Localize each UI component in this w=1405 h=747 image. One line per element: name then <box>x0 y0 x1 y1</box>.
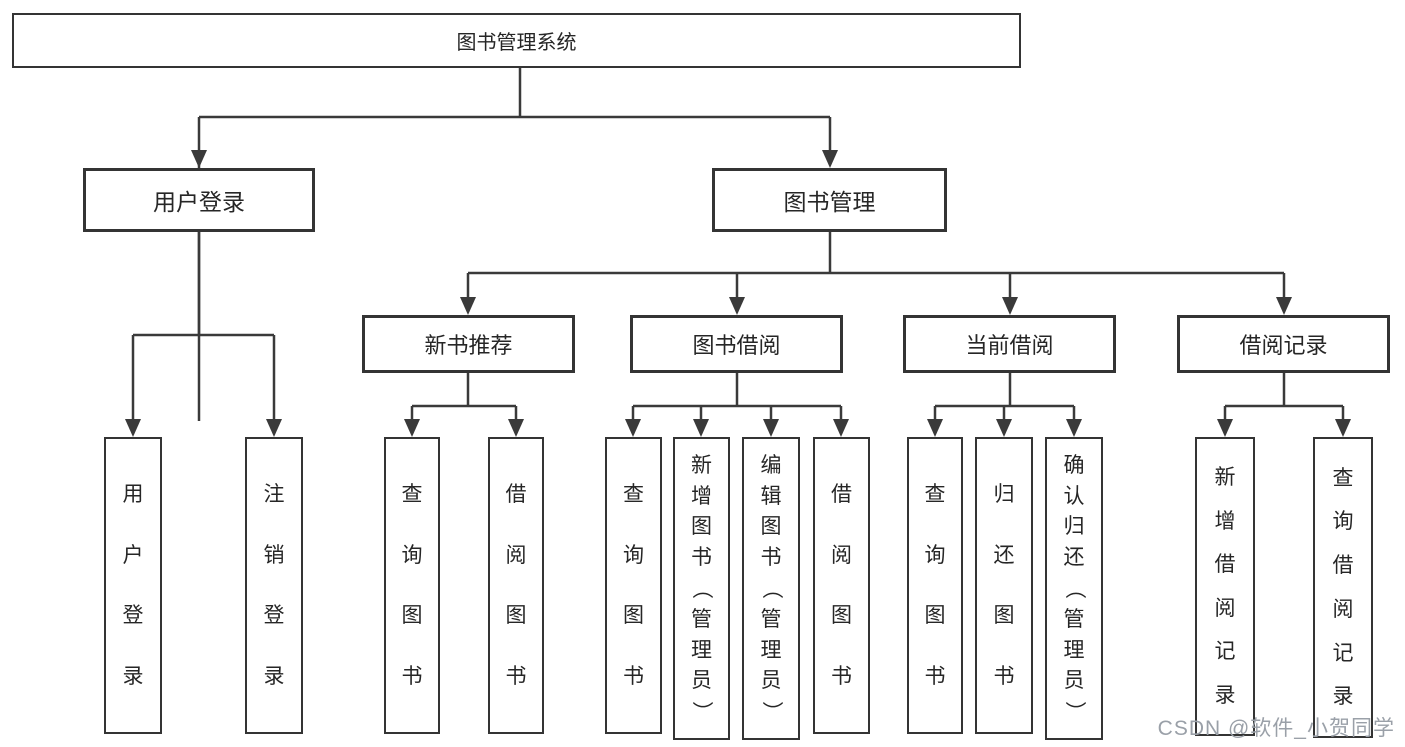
node-current-borrow: 当前借阅 <box>903 315 1116 373</box>
node-user-login-label: 用户登录 <box>153 189 245 215</box>
node-book-borrow: 图书借阅 <box>630 315 843 373</box>
leaf-logout-login: 注销登录 <box>245 437 303 734</box>
leaf-query-books-borrow: 查询图书 <box>605 437 662 734</box>
leaf-user-login: 用户登录 <box>104 437 162 734</box>
node-borrow-records: 借阅记录 <box>1177 315 1390 373</box>
leaf-confirm-return-admin: 确认归还（管理员） <box>1045 437 1103 740</box>
leaf-query-books-recommend: 查询图书 <box>384 437 440 734</box>
node-new-book-recommend: 新书推荐 <box>362 315 575 373</box>
leaf-return-books: 归还图书 <box>975 437 1033 734</box>
leaf-query-books-current: 查询图书 <box>907 437 963 734</box>
node-root-label: 图书管理系统 <box>456 32 577 54</box>
watermark: CSDN @软件_小贺同学 <box>1157 717 1395 740</box>
leaf-query-borrow-record: 查询借阅记录 <box>1313 437 1373 738</box>
leaf-add-books-admin: 新增图书（管理员） <box>673 437 730 740</box>
node-book-management-label: 图书管理 <box>783 189 876 215</box>
node-borrow-records-label: 借阅记录 <box>1239 333 1328 358</box>
leaf-borrow-books: 借阅图书 <box>813 437 870 734</box>
leaf-edit-books-admin: 编辑图书（管理员） <box>742 437 800 740</box>
node-current-borrow-label: 当前借阅 <box>965 333 1054 358</box>
leaf-add-borrow-record: 新增借阅记录 <box>1195 437 1255 736</box>
node-root: 图书管理系统 <box>12 13 1021 68</box>
node-book-borrow-label: 图书借阅 <box>692 333 781 358</box>
node-user-login: 用户登录 <box>83 168 315 232</box>
leaf-borrow-books-recommend: 借阅图书 <box>488 437 544 734</box>
node-book-management: 图书管理 <box>712 168 947 232</box>
node-new-book-recommend-label: 新书推荐 <box>424 333 513 358</box>
